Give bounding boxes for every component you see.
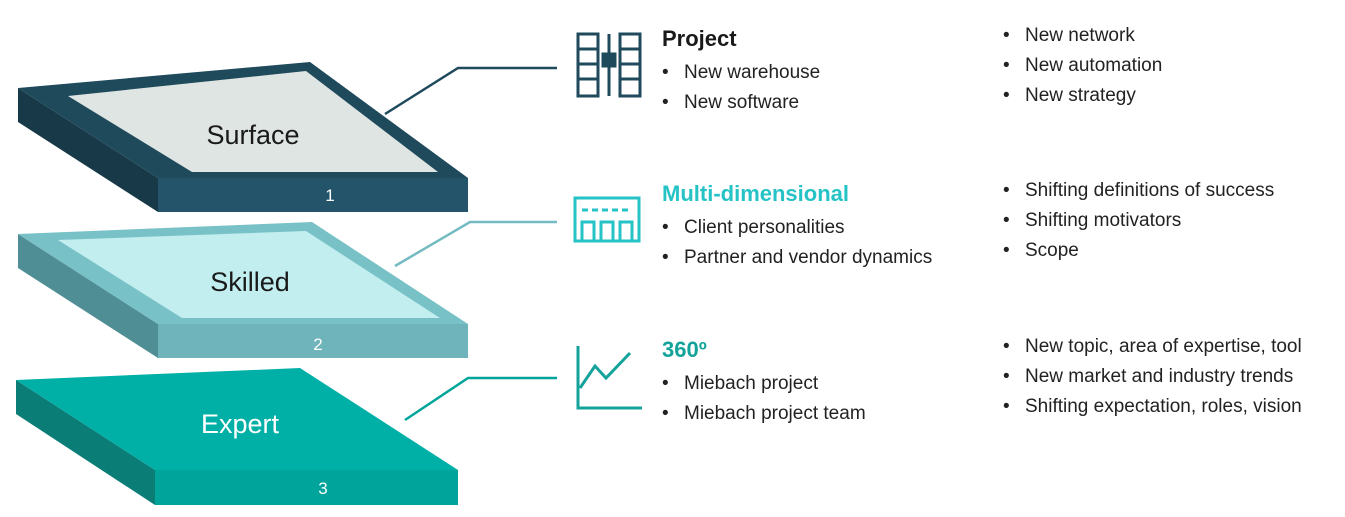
list-item: Shifting expectation, roles, vision bbox=[1003, 392, 1302, 422]
layer-expert-label: Expert bbox=[201, 409, 280, 439]
section-multi-dimensional-right: Shifting definitions of success Shifting… bbox=[1003, 176, 1274, 266]
list-item: New warehouse bbox=[662, 58, 820, 88]
list-item: New network bbox=[1003, 21, 1162, 51]
list-item: Scope bbox=[1003, 236, 1274, 266]
list-item: Miebach project bbox=[662, 369, 866, 399]
layer-surface-label: Surface bbox=[206, 120, 299, 150]
section-multi-dimensional-right-list: Shifting definitions of success Shifting… bbox=[1003, 176, 1274, 266]
section-project: Project New warehouse New software bbox=[662, 26, 820, 118]
list-item: Client personalities bbox=[662, 213, 932, 243]
section-360-title: 360º bbox=[662, 337, 707, 362]
section-multi-dimensional: Multi-dimensional Client personalities P… bbox=[662, 181, 932, 273]
list-item: New automation bbox=[1003, 51, 1162, 81]
connector-skilled bbox=[394, 220, 557, 268]
section-project-right: New network New automation New strategy bbox=[1003, 21, 1162, 111]
list-item: Shifting definitions of success bbox=[1003, 176, 1274, 206]
layer-skilled-label: Skilled bbox=[210, 267, 290, 297]
list-item: New strategy bbox=[1003, 81, 1162, 111]
list-item: Shifting motivators bbox=[1003, 206, 1274, 236]
list-item: New software bbox=[662, 88, 820, 118]
layer-surface-number: 1 bbox=[325, 186, 334, 205]
layer-skilled-number: 2 bbox=[313, 335, 322, 354]
building-icon bbox=[573, 196, 641, 243]
line-chart-icon bbox=[576, 346, 642, 410]
section-multi-dimensional-title: Multi-dimensional bbox=[662, 181, 849, 206]
section-project-right-list: New network New automation New strategy bbox=[1003, 21, 1162, 111]
list-item: New market and industry trends bbox=[1003, 362, 1302, 392]
connector-expert bbox=[404, 376, 557, 422]
layer-expert: Expert 3 bbox=[16, 368, 458, 505]
warehouse-racks-icon bbox=[576, 32, 642, 98]
list-item: Miebach project team bbox=[662, 399, 866, 429]
section-360-right-list: New topic, area of expertise, tool New m… bbox=[1003, 332, 1302, 422]
section-360: 360º Miebach project Miebach project tea… bbox=[662, 337, 866, 429]
list-item: New topic, area of expertise, tool bbox=[1003, 332, 1302, 362]
section-multi-dimensional-left-list: Client personalities Partner and vendor … bbox=[662, 213, 932, 273]
section-360-right: New topic, area of expertise, tool New m… bbox=[1003, 332, 1302, 422]
section-project-title: Project bbox=[662, 26, 737, 51]
connector-surface bbox=[384, 66, 557, 116]
layer-expert-number: 3 bbox=[318, 479, 327, 498]
layer-surface: Surface 1 bbox=[18, 62, 468, 212]
section-project-left-list: New warehouse New software bbox=[662, 58, 820, 118]
layer-skilled: Skilled 2 bbox=[18, 222, 468, 358]
list-item: Partner and vendor dynamics bbox=[662, 243, 932, 273]
section-360-left-list: Miebach project Miebach project team bbox=[662, 369, 866, 429]
